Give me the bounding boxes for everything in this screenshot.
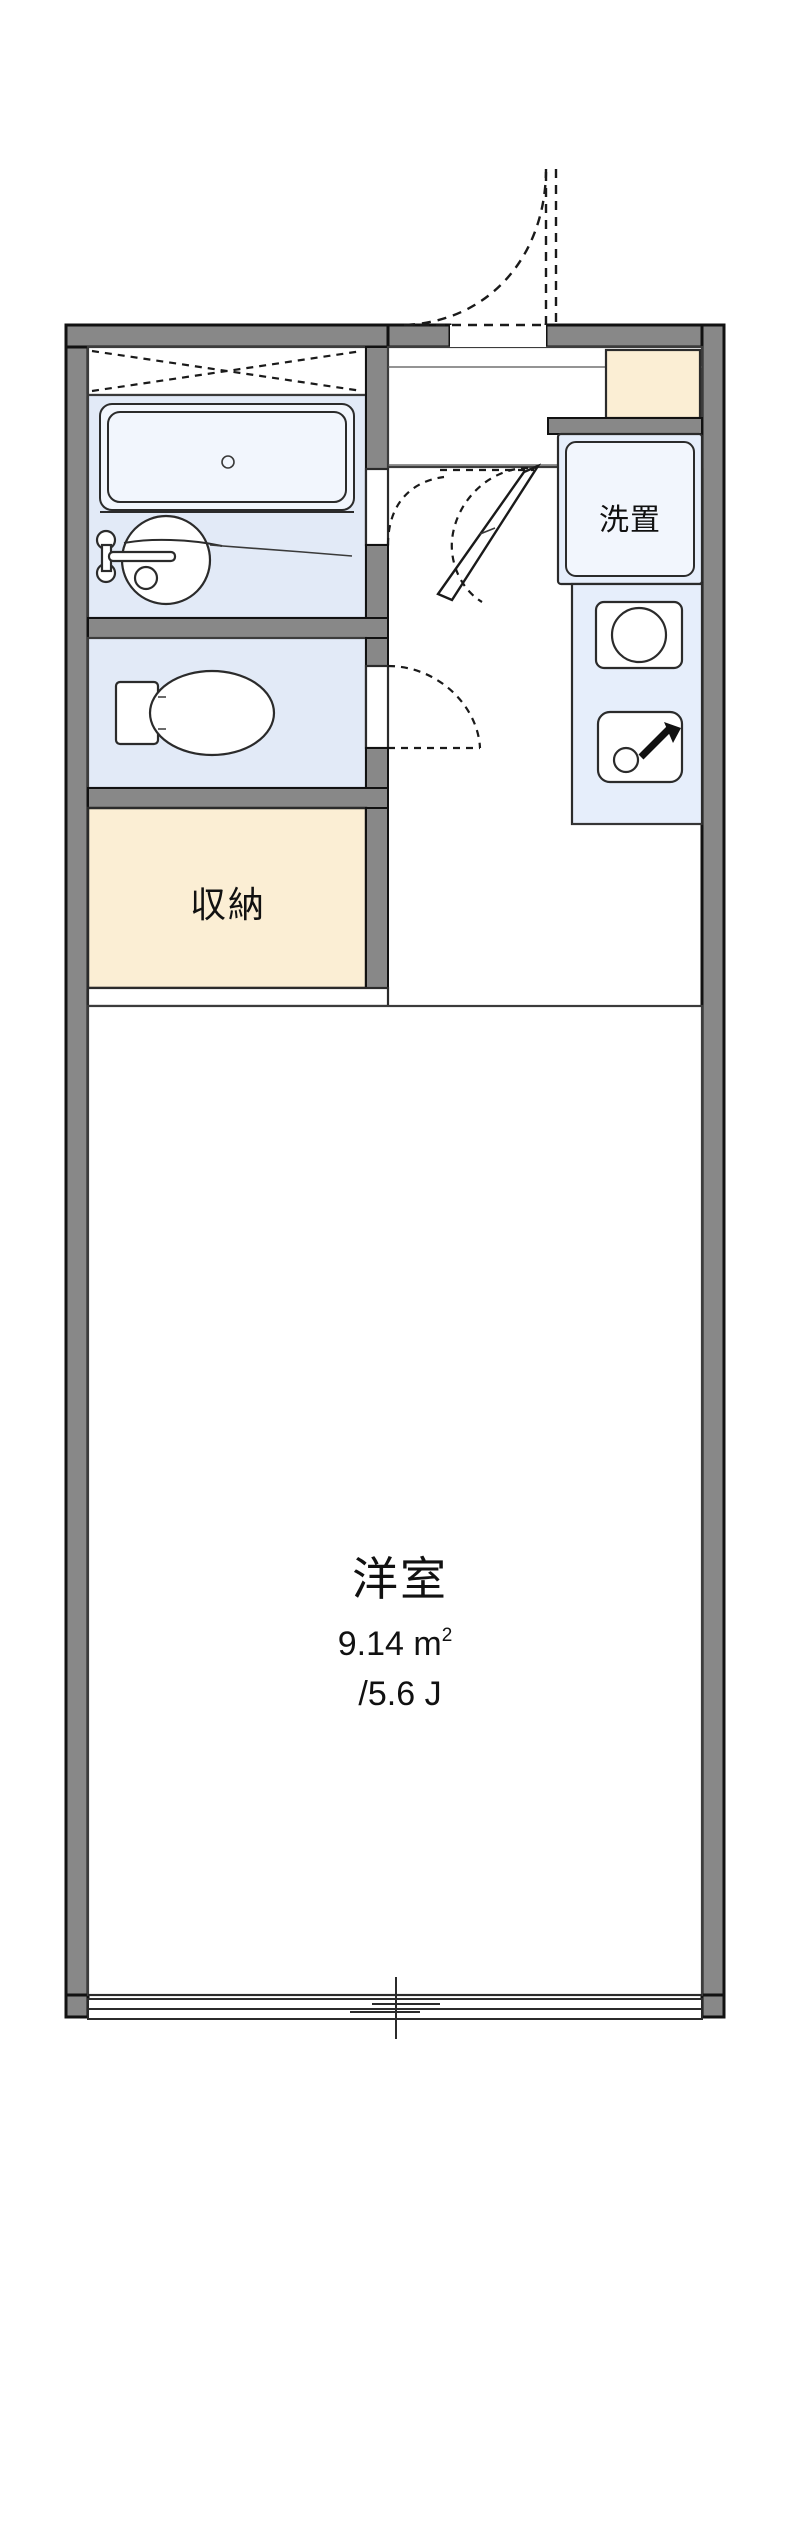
room-door-handle-icon bbox=[479, 527, 496, 535]
entrance-door-opening bbox=[450, 325, 546, 347]
main-room-area-value: 9.14 bbox=[338, 1625, 414, 1663]
wall-toilet-bottom bbox=[87, 787, 389, 809]
kitchen-group bbox=[570, 582, 704, 826]
washer-space-group: 洗置 bbox=[556, 432, 704, 586]
wall-bottom-left-stub bbox=[64, 1993, 90, 2019]
wall-bottom-right-stub bbox=[700, 1993, 726, 2019]
wall-bath-right-upper bbox=[365, 346, 389, 470]
shoe-cabinet-base-wall bbox=[547, 417, 703, 435]
wall-right bbox=[700, 323, 726, 2019]
bathtub-drain-icon bbox=[221, 455, 235, 469]
bathroom-group bbox=[86, 345, 445, 639]
wall-toilet-right-lower bbox=[365, 747, 389, 789]
main-room-group: 洋室 9.14 m2 /5.6 J bbox=[86, 1004, 704, 1997]
main-room-floor bbox=[86, 1004, 704, 1997]
main-room-area-unit: m bbox=[413, 1625, 441, 1663]
shoe-cabinet bbox=[604, 348, 702, 420]
toilet-door-opening bbox=[364, 664, 390, 750]
kitchen-sink bbox=[596, 710, 684, 784]
sink-faucet-icon bbox=[638, 722, 681, 760]
main-room-area-sup: 2 bbox=[442, 1625, 453, 1646]
bath-window-sliding-symbol bbox=[91, 349, 363, 393]
washer-space-label: 洗置 bbox=[599, 503, 661, 538]
washer-pan bbox=[565, 441, 695, 577]
wall-toilet-right-upper bbox=[365, 637, 389, 667]
toilet-group bbox=[86, 636, 482, 809]
sink-drain-icon bbox=[612, 746, 640, 774]
wall-top-entry-left bbox=[386, 323, 452, 349]
closet-label: 収納 bbox=[190, 885, 266, 926]
basin-counter-edge-right bbox=[209, 544, 353, 557]
room-door-swing-arc bbox=[450, 466, 529, 603]
faucet-spout-icon bbox=[107, 550, 177, 563]
shoe-cabinet-group bbox=[547, 348, 703, 435]
basin-drain-icon bbox=[133, 565, 159, 591]
wall-closet-right bbox=[365, 807, 389, 989]
main-room-area: 9.14 m2 bbox=[338, 1625, 453, 1663]
toilet-bowl bbox=[148, 669, 276, 757]
basin-counter-edge bbox=[123, 538, 223, 547]
main-room-jo: /5.6 J bbox=[358, 1675, 441, 1713]
wall-bath-bottom bbox=[87, 617, 389, 639]
closet-floor bbox=[86, 806, 368, 990]
closet-door-track bbox=[86, 986, 390, 1008]
stove-burner-icon bbox=[610, 606, 668, 664]
wall-bath-right-lower bbox=[365, 544, 389, 619]
bathtub-inner bbox=[107, 411, 347, 503]
balcony-window-group[interactable] bbox=[87, 1977, 703, 2039]
room-door-group[interactable] bbox=[436, 463, 542, 603]
bath-door-swing-arc bbox=[386, 475, 445, 546]
wall-top-left bbox=[64, 323, 390, 349]
room-door-panel bbox=[436, 463, 542, 602]
main-room-label: 洋室 bbox=[352, 1552, 448, 1606]
entrance-door-swing-arc bbox=[403, 168, 548, 327]
room-door-leaf[interactable] bbox=[436, 463, 542, 602]
toilet-door-swing-arc bbox=[387, 664, 482, 749]
entrance-door-group[interactable] bbox=[403, 168, 558, 347]
wall-left bbox=[64, 323, 90, 2019]
wall-top-right bbox=[544, 323, 726, 349]
bath-door-opening bbox=[364, 467, 390, 547]
closet-group: 収納 bbox=[86, 806, 390, 1092]
toilet-connector bbox=[158, 696, 166, 730]
